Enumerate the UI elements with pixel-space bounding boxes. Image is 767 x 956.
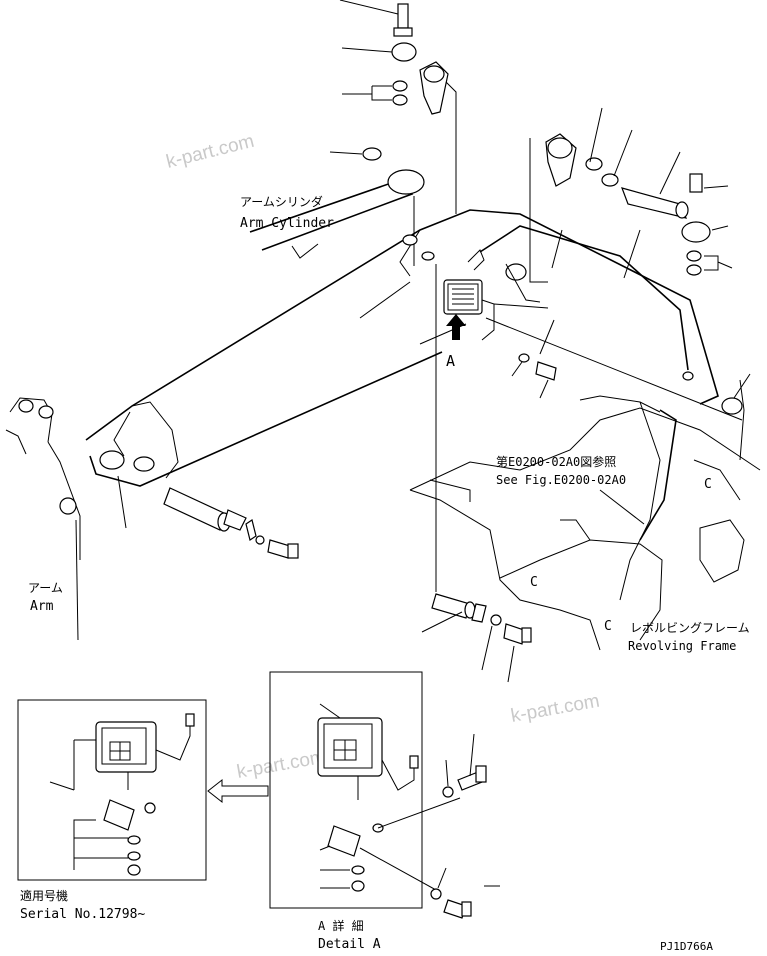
- see-fig-leader: [599, 489, 645, 525]
- arm-cylinder-label-jp: アームシリンダ: [240, 194, 323, 209]
- serial-inset-frame: [17, 699, 207, 881]
- detail-a-bolts: [430, 733, 500, 919]
- detail-label-jp: A 詳 細: [318, 918, 364, 933]
- arm-body: [85, 138, 719, 487]
- serial-label-en: Serial No.12798~: [20, 907, 145, 922]
- watermark-left: k-part.com: [235, 747, 327, 783]
- watermark-right: k-part.com: [509, 691, 601, 727]
- revolving-frame: C C C: [409, 264, 761, 651]
- frame-pin-hardware: [421, 593, 532, 683]
- right-pin-hardware: [545, 107, 751, 415]
- see-fig-label-jp: 第E0200-02A0図参照: [496, 454, 616, 469]
- view-marker-a: A: [446, 352, 455, 370]
- detail-label-en: Detail A: [318, 937, 381, 952]
- serial-label-jp: 適用号機: [20, 888, 68, 903]
- arm-cylinder: [249, 147, 425, 266]
- watermark-top: k-part.com: [164, 131, 256, 173]
- see-fig-label-en: See Fig.E0200-02A0: [496, 473, 626, 487]
- detail-a-inset-frame: [269, 671, 461, 909]
- arm-work-lamp: [443, 279, 743, 421]
- svg-text:C: C: [704, 477, 712, 492]
- arm-label-en: Arm: [30, 599, 54, 614]
- drawing-number: PJ1D766A: [660, 940, 713, 953]
- lower-pin-hardware: [117, 475, 299, 559]
- svg-text:C: C: [604, 619, 612, 634]
- arm-label-jp: アーム: [28, 581, 63, 595]
- svg-text:C: C: [530, 575, 538, 590]
- arm-cylinder-label-en: Arm Cylinder: [240, 216, 334, 231]
- arm-end: [5, 397, 81, 641]
- inset-arrow: [207, 778, 269, 804]
- top-pin-hardware: [339, 0, 457, 214]
- revolving-frame-label-jp: レボルビングフレーム: [630, 621, 750, 635]
- revolving-frame-label-en: Revolving Frame: [628, 639, 736, 653]
